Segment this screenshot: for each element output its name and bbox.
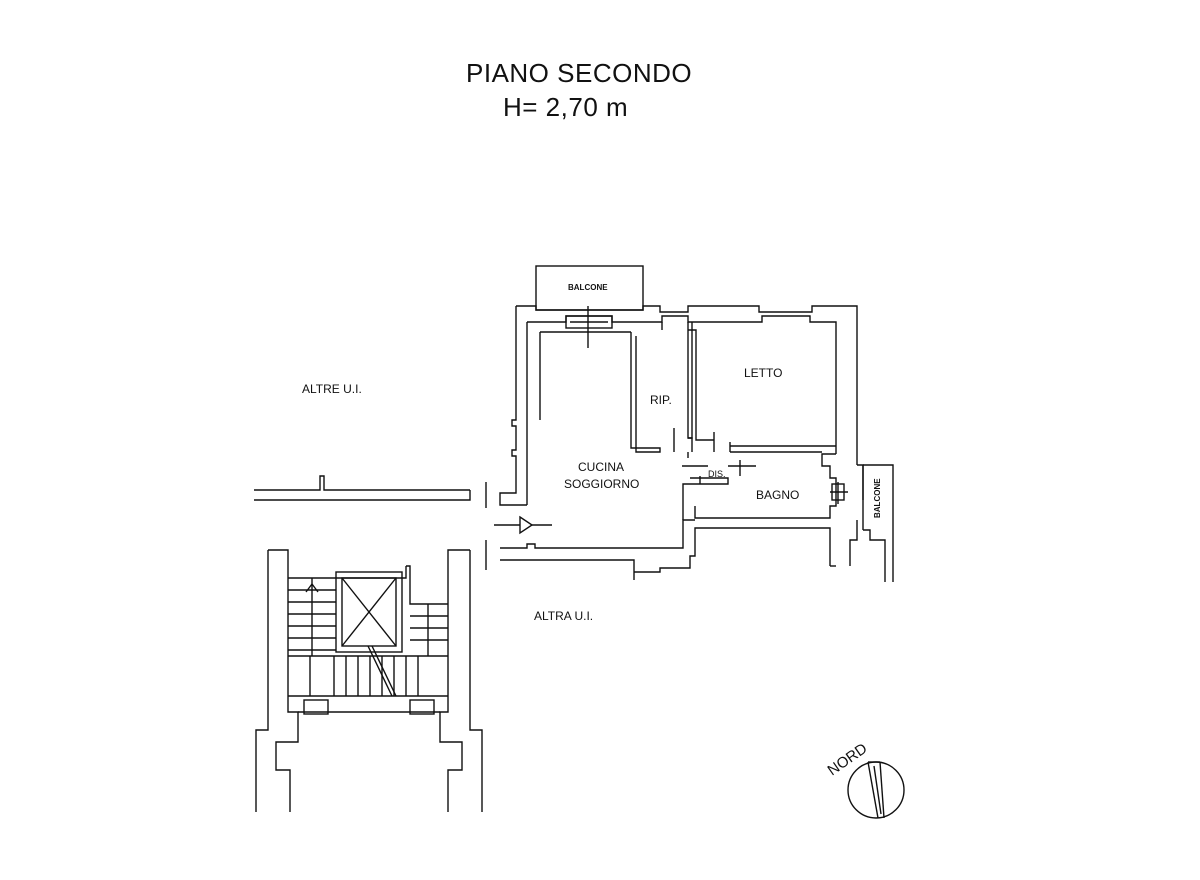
- interior-walls: [630, 322, 836, 484]
- plan-title: PIANO SECONDO: [466, 58, 693, 88]
- north-compass: [847, 761, 905, 819]
- entrance-arrow: [494, 515, 552, 535]
- area-label-altra-ui: ALTRA U.I.: [534, 609, 593, 623]
- room-label-letto: LETTO: [744, 366, 782, 380]
- area-label-altre-ui: ALTRE U.I.: [302, 382, 362, 396]
- stairwell: [255, 549, 483, 812]
- room-label-cucina: CUCINA: [578, 460, 624, 474]
- room-label-soggiorno: SOGGIORNO: [564, 477, 639, 491]
- room-label-dis: DIS.: [708, 469, 726, 479]
- ceiling-height: H= 2,70 m: [503, 92, 629, 122]
- adjacent-walls: [254, 475, 471, 501]
- room-label-bagno: BAGNO: [756, 488, 799, 502]
- room-label-rip: RIP.: [650, 393, 672, 407]
- compass-label: NORD: [825, 740, 871, 779]
- room-label-balcone-top: BALCONE: [568, 283, 608, 292]
- apartment-walls: [485, 265, 894, 582]
- room-label-balcone-side: BALCONE: [873, 478, 882, 518]
